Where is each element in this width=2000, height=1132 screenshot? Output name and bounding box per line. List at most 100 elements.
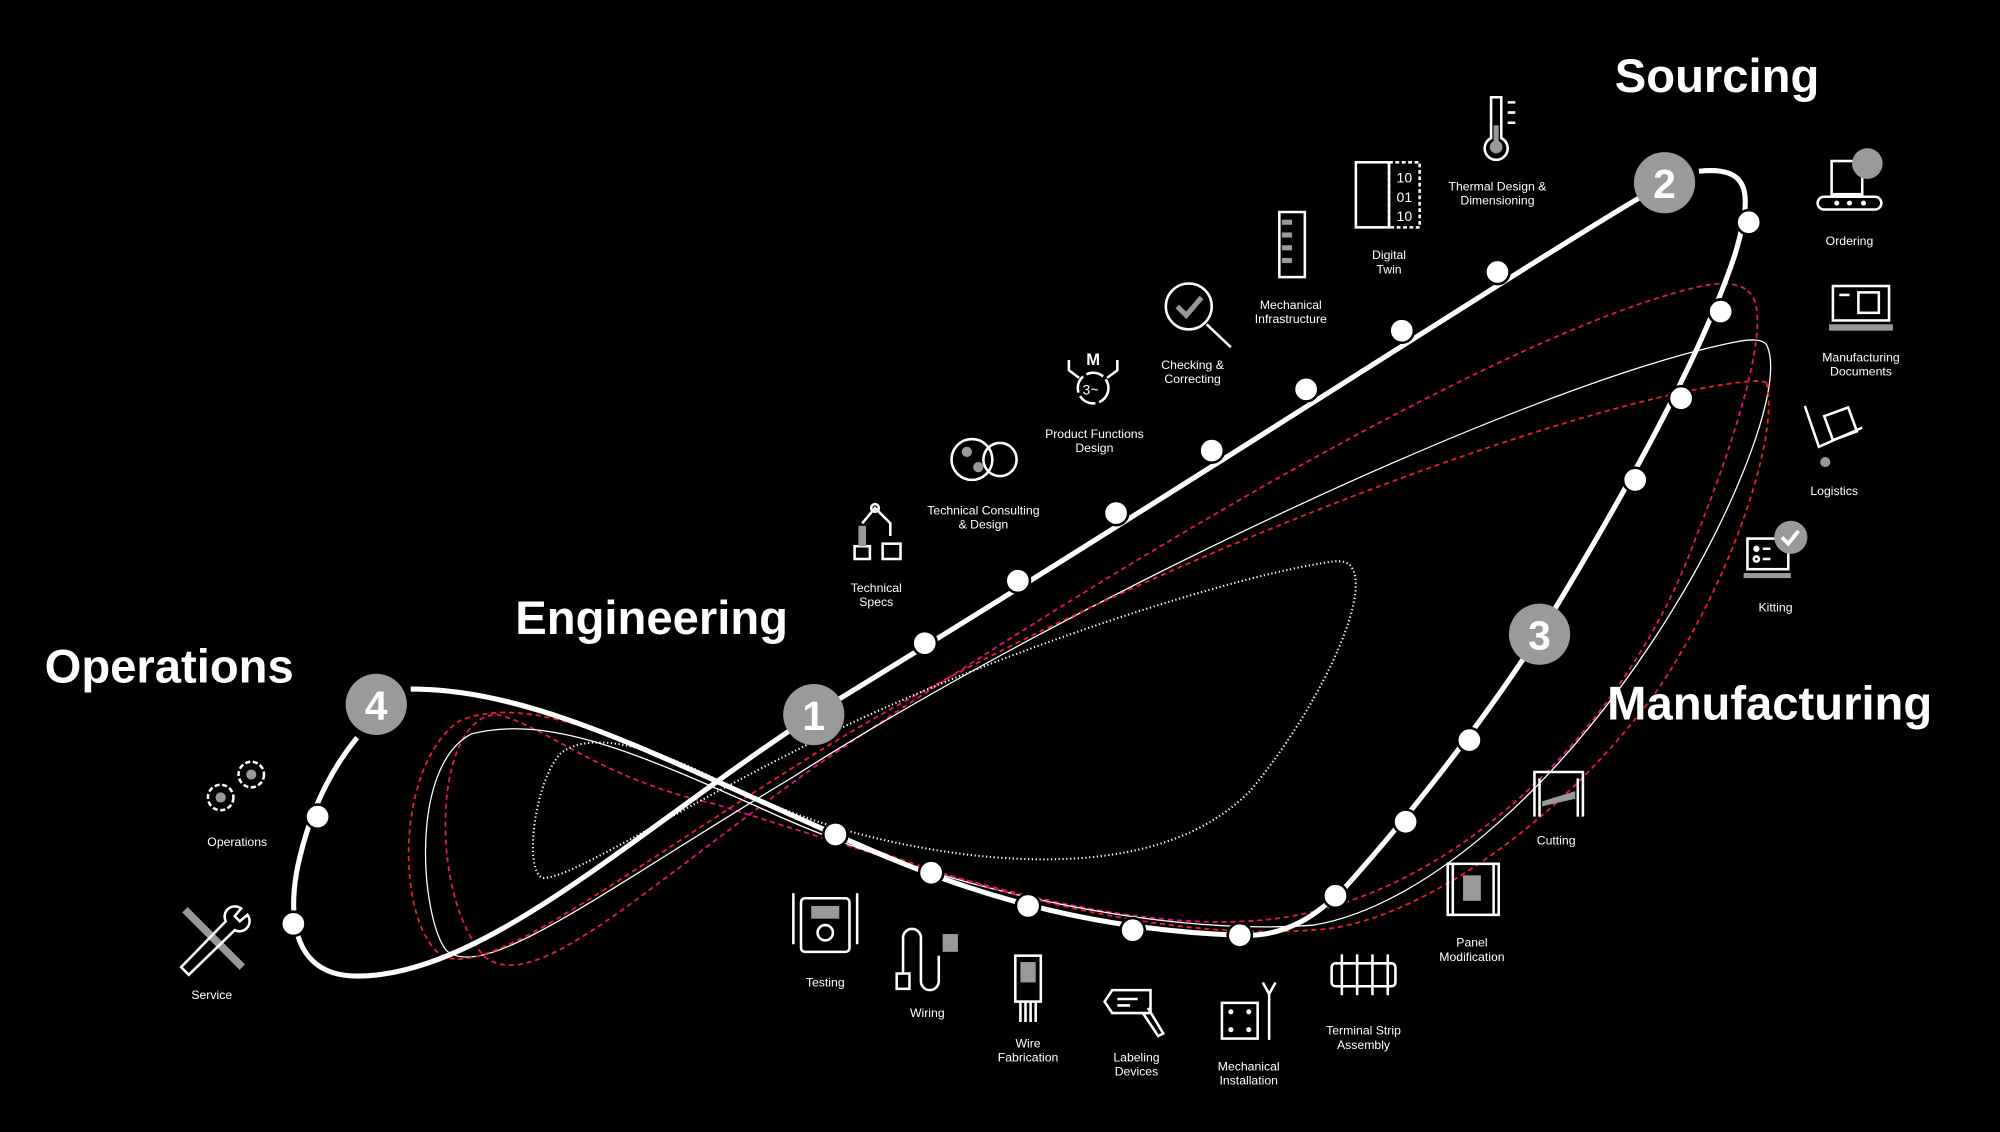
motor-icon: M 3~ [1067, 350, 1119, 405]
cable-icon [895, 927, 958, 992]
path-station-dot [1004, 567, 1032, 595]
path-station-dot [1292, 375, 1320, 403]
item-label: Assembly [1337, 1038, 1391, 1052]
item-cutting[interactable]: Cutting [1533, 770, 1585, 848]
item-label: Logistics [1810, 484, 1858, 498]
step-number: 2 [1653, 161, 1676, 207]
chat-gears-icon [950, 437, 1018, 482]
item-label: & Design [959, 517, 1009, 531]
step-badge-1[interactable]: 1 [783, 683, 845, 746]
item-ordering[interactable]: Ordering [1816, 148, 1883, 248]
svg-text:10: 10 [1397, 208, 1413, 224]
pink-dashed-loop [444, 282, 1759, 966]
item-logistics[interactable]: Logistics [1803, 405, 1863, 498]
phase-title-engineering: Engineering [515, 592, 788, 645]
path-station-dot [1735, 208, 1763, 236]
phase-title-operations: Operations [45, 641, 294, 694]
path-station-dot [1388, 317, 1416, 345]
item-manufacturing-documents[interactable]: Manufacturing Documents [1822, 284, 1900, 378]
thermometer-icon [1483, 95, 1516, 162]
item-label: Modification [1439, 950, 1504, 964]
path-station-dot [1226, 921, 1254, 949]
item-service[interactable]: Service [179, 905, 251, 1002]
svg-text:3~: 3~ [1083, 381, 1099, 397]
path-station-dot [1484, 258, 1511, 286]
path-station-dot [279, 910, 307, 938]
item-mechanical-installation[interactable]: Mechanical Installation [1218, 981, 1280, 1087]
item-operations[interactable]: Operations [206, 760, 267, 849]
path-station-dot [1455, 726, 1483, 754]
item-label: Technical Consulting [927, 503, 1039, 517]
item-checking-correcting[interactable]: Checking & Correcting [1161, 282, 1232, 386]
item-digital-twin[interactable]: 10 01 10 Digital Twin [1354, 161, 1421, 276]
path-station-dot [1322, 882, 1349, 910]
step-badge-3[interactable]: 3 [1508, 603, 1571, 665]
path-stations [279, 208, 1763, 949]
svg-text:M: M [1086, 350, 1100, 369]
item-wiring[interactable]: Wiring [895, 927, 958, 1020]
item-label: Fabrication [998, 1051, 1059, 1065]
path-station-dot [1707, 298, 1735, 325]
item-label: Mechanical [1260, 298, 1322, 312]
item-label: Infrastructure [1255, 312, 1327, 326]
item-kitting[interactable]: Kitting [1743, 520, 1808, 615]
item-label: Service [191, 988, 232, 1002]
path-station-dot [1667, 384, 1695, 412]
laptop-icon [1829, 284, 1893, 331]
item-label: Digital [1372, 248, 1406, 262]
wire-connector-icon [1014, 954, 1043, 1022]
multimeter-icon [792, 893, 859, 954]
item-technical-specs[interactable]: Technical Specs [851, 502, 902, 609]
path-station-dot [1119, 916, 1147, 944]
item-label: Wiring [910, 1006, 945, 1020]
red-dashed-loop [407, 380, 1770, 960]
item-technical-consulting[interactable]: Technical Consulting & Design [927, 437, 1040, 531]
plate-wrench-icon [1220, 981, 1277, 1040]
item-wire-fabrication[interactable]: Wire Fabrication [998, 954, 1059, 1065]
inner-loops [407, 282, 1772, 966]
path-station-dot [1198, 437, 1226, 464]
item-label: Dimensioning [1460, 193, 1534, 207]
magnifier-check-icon [1164, 282, 1232, 349]
item-testing[interactable]: Testing [792, 893, 859, 989]
item-label: Operations [207, 835, 267, 849]
item-label: Testing [806, 975, 845, 989]
item-label: Technical [851, 581, 902, 595]
item-product-functions-design[interactable]: M3~ Product Functions Design [1045, 350, 1144, 455]
gears-icon [206, 760, 266, 812]
item-label: Manufacturing [1822, 350, 1900, 364]
path-station-dot [822, 821, 849, 848]
path-station-dot [917, 859, 945, 887]
item-label: Kitting [1759, 600, 1793, 614]
item-label: Twin [1376, 262, 1401, 276]
svg-text:01: 01 [1397, 189, 1413, 205]
white-dotted-loop [531, 560, 1357, 879]
item-labeling-devices[interactable]: Labeling Devices [1103, 988, 1166, 1079]
hand-truck-icon [1803, 405, 1863, 468]
item-panel-modification[interactable]: Panel Modification [1439, 862, 1505, 964]
white-thin-loop [424, 339, 1772, 958]
item-label: Wire [1015, 1037, 1040, 1051]
item-label: Labeling [1113, 1051, 1159, 1065]
checklist-icon [1743, 520, 1808, 579]
item-label: Thermal Design & [1448, 179, 1546, 193]
wrench-screwdriver-icon [179, 905, 251, 977]
item-thermal-design[interactable]: Thermal Design & Dimensioning [1448, 95, 1546, 207]
phase-title-sourcing: Sourcing [1615, 50, 1820, 103]
cutting-icon [1533, 770, 1585, 817]
step-badge-4[interactable]: 4 [345, 673, 407, 736]
item-label: Design [1075, 441, 1113, 455]
step-number: 3 [1528, 613, 1551, 659]
item-label: Documents [1830, 364, 1892, 378]
step-number: 4 [365, 683, 388, 729]
item-terminal-strip-assembly[interactable]: Terminal Strip Assembly [1326, 954, 1401, 1052]
step-badge-2[interactable]: 2 [1633, 152, 1696, 214]
path-station-dot [911, 629, 939, 657]
item-label: Panel [1456, 936, 1487, 950]
label-tag-icon [1103, 988, 1166, 1038]
phase-title-manufacturing: Manufacturing [1607, 678, 1932, 731]
item-label: Devices [1115, 1065, 1159, 1079]
item-mechanical-infrastructure[interactable]: Mechanical Infrastructure [1255, 210, 1327, 326]
svg-text:10: 10 [1397, 170, 1413, 186]
